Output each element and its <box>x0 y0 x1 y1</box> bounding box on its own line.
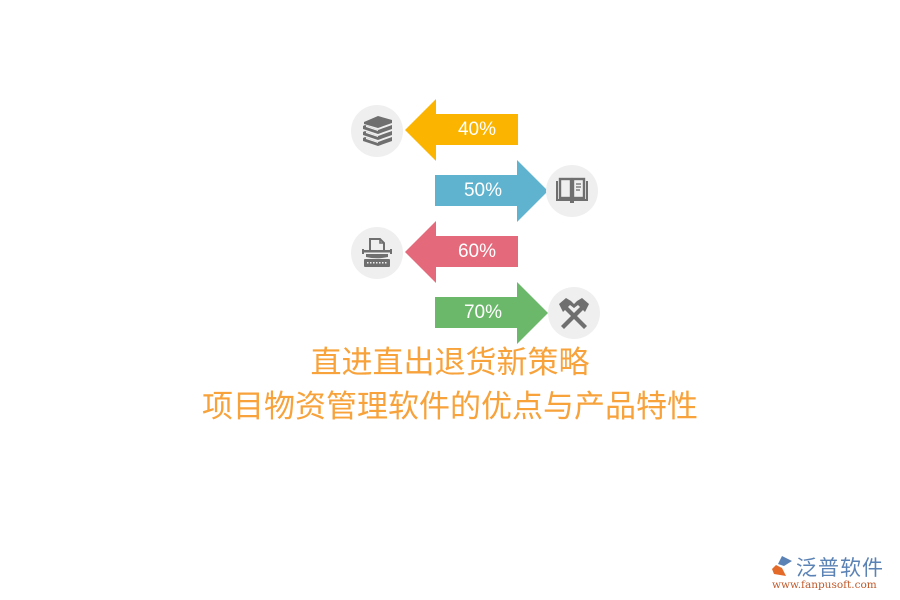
arrow-40: 40% <box>405 99 519 161</box>
logo-url: www.fanpusoft.com <box>772 579 877 591</box>
books-icon-circle <box>351 105 403 157</box>
arrow-50: 50% <box>435 160 549 222</box>
arrow-70: 70% <box>435 282 549 344</box>
arrow-left-shape <box>405 99 518 161</box>
title-line-2: 项目物资管理软件的优点与产品特性 <box>202 389 698 425</box>
arrow-label: 70% <box>463 302 503 323</box>
books-icon <box>363 116 392 146</box>
hammers-icon-circle <box>548 287 600 339</box>
arrow-60: 60% <box>405 221 519 283</box>
open-book-icon-circle <box>546 165 598 217</box>
typewriter-icon-circle <box>351 227 403 279</box>
title-line-1: 直进直出退货新策略 <box>310 345 590 381</box>
arrow-left-shape <box>405 221 518 283</box>
logo-brand: 泛普软件 <box>796 556 884 580</box>
arrow-right-shape <box>435 282 548 344</box>
hammers-icon <box>559 298 589 329</box>
arrow-right-shape <box>435 160 548 222</box>
arrow-label: 40% <box>457 119 497 140</box>
arrow-label: 60% <box>457 241 497 262</box>
open-book-icon <box>556 177 588 203</box>
typewriter-icon <box>362 238 392 267</box>
arrow-label: 50% <box>463 180 503 201</box>
fanpu-logo-mark-icon <box>772 556 792 576</box>
fanpu-logo: 泛普软件 www.fanpusoft.com <box>770 552 895 596</box>
